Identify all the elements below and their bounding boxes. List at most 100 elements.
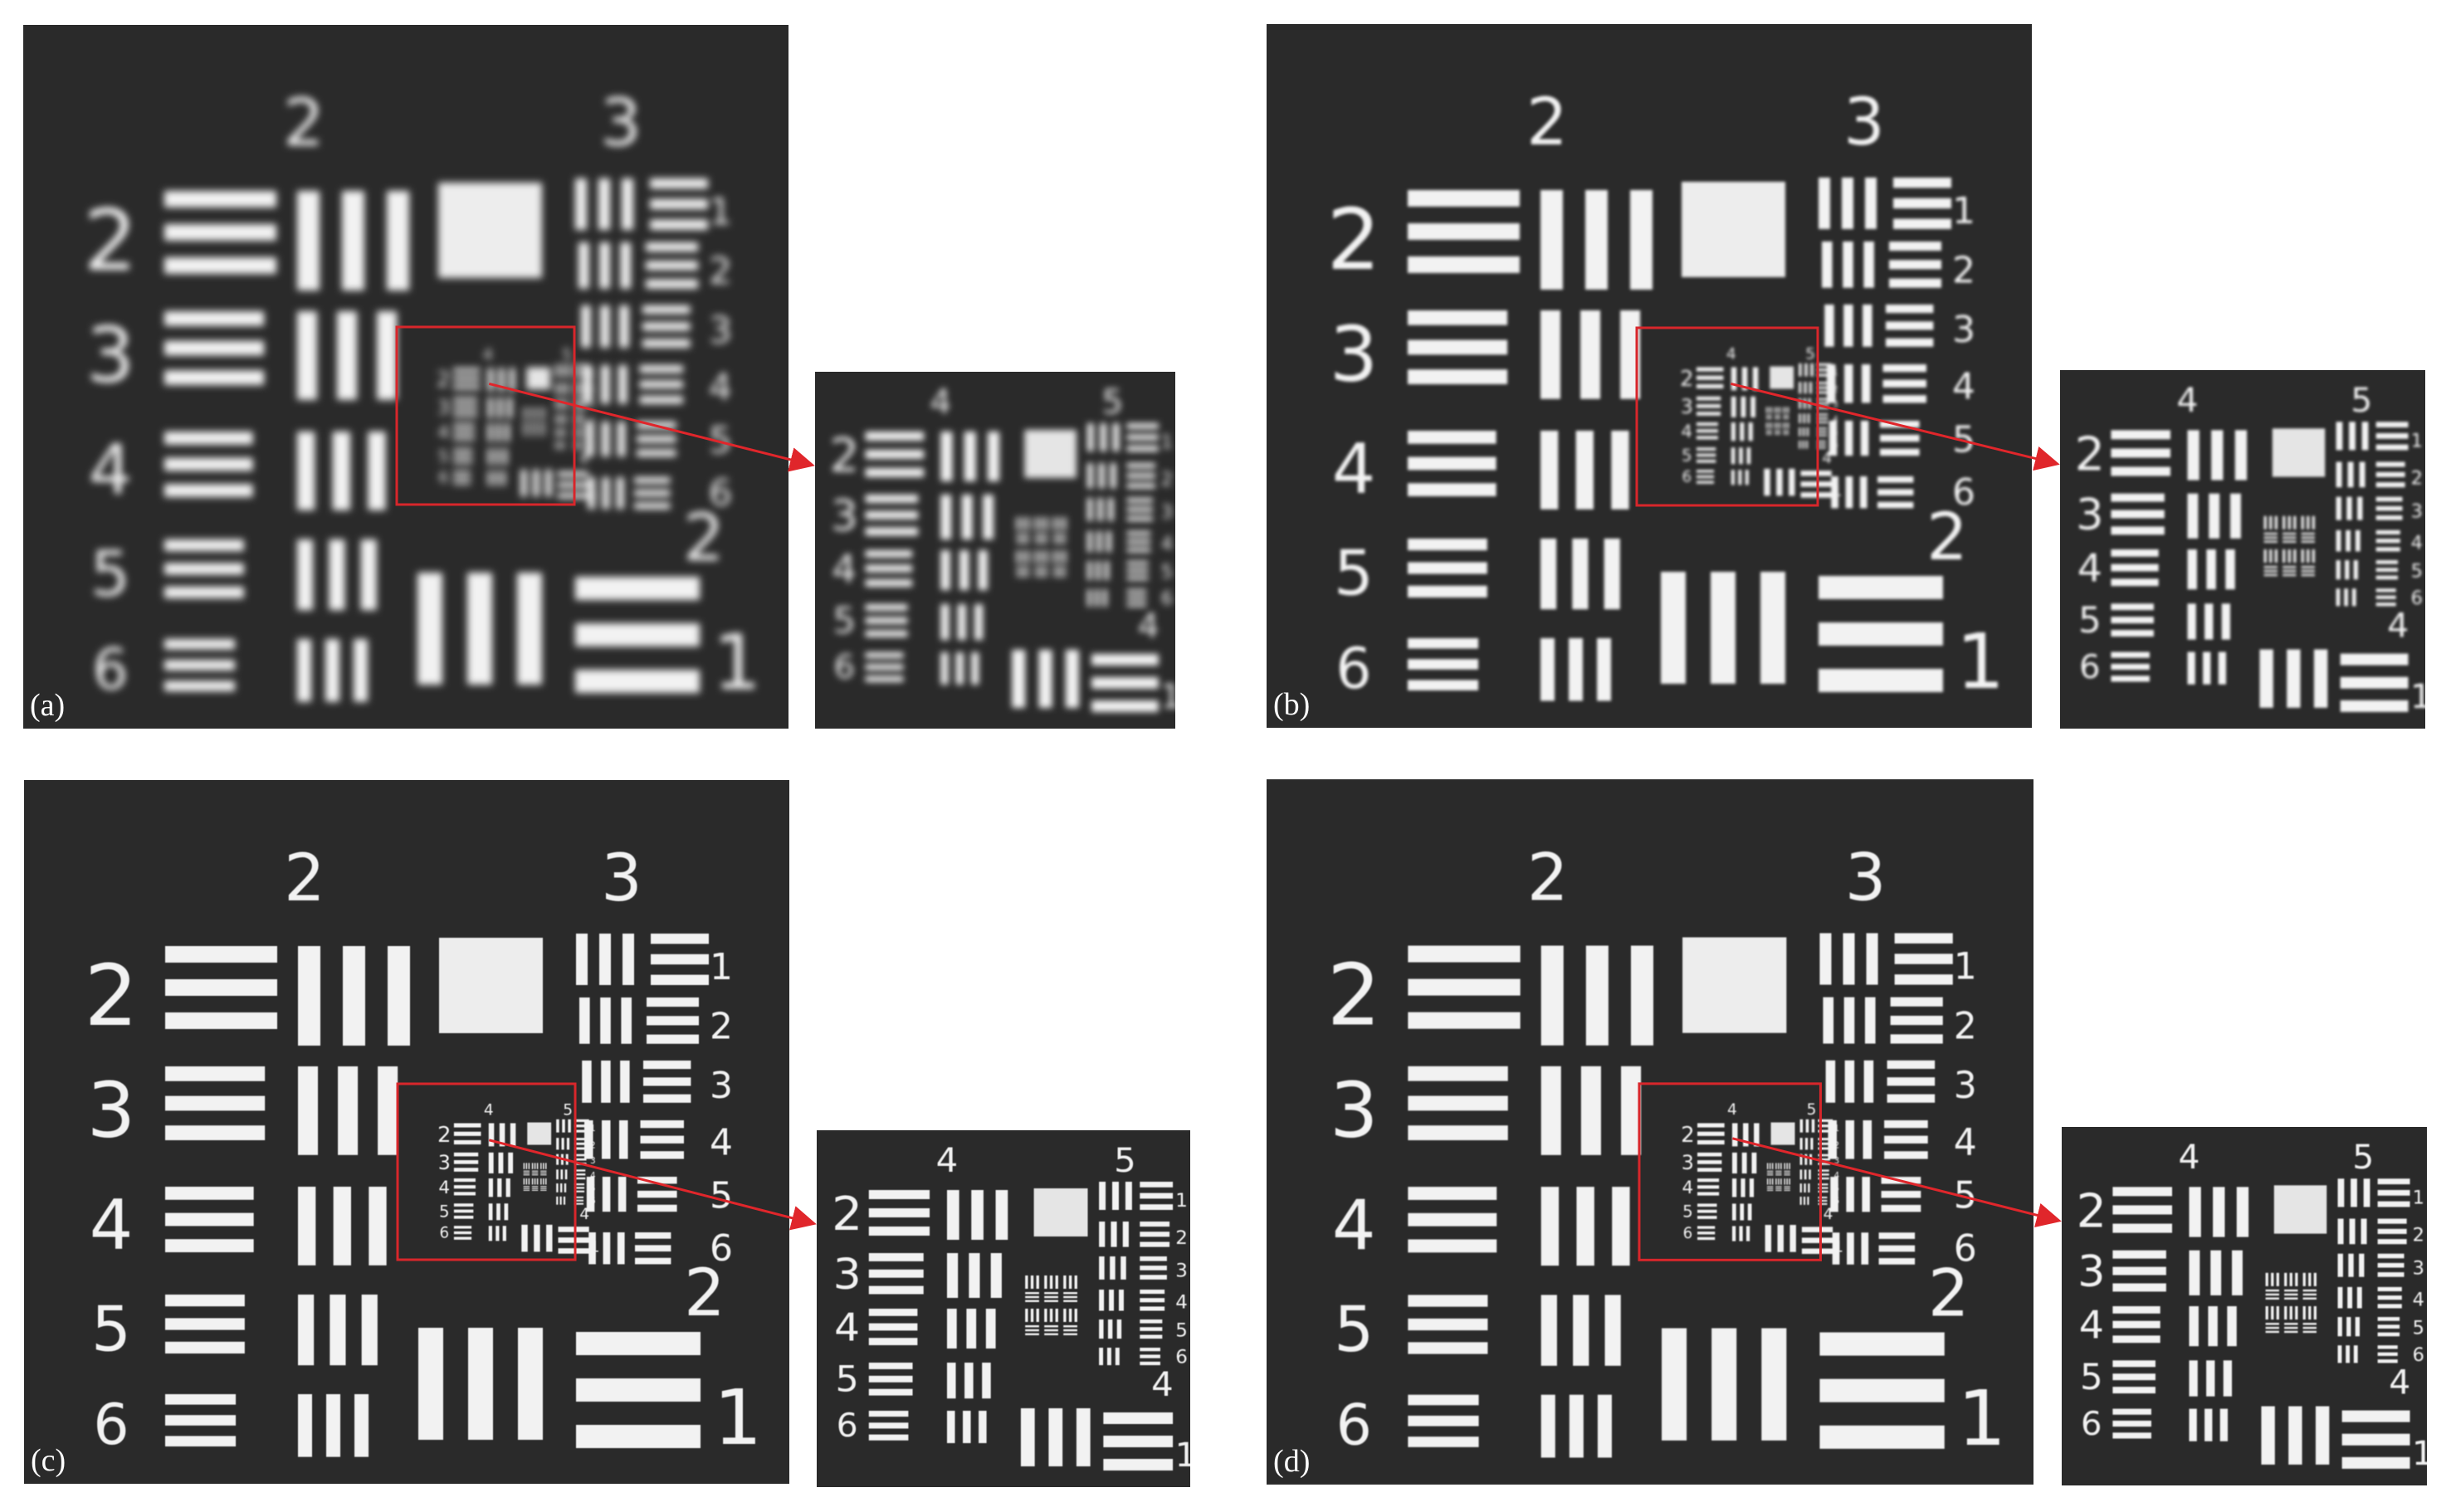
group3-element-label: 5	[710, 1174, 733, 1217]
inner-square	[526, 367, 551, 390]
inner-e4-vbar	[505, 1178, 510, 1197]
inner-e3-vbar	[1731, 1152, 1737, 1174]
g2-e6-vbar	[298, 1394, 313, 1457]
g3-e5-vbar	[618, 1177, 627, 1212]
inner-right-label: 3	[590, 1157, 596, 1166]
g2-e3-vbar	[1540, 310, 1561, 399]
tiny-group-hbar	[1784, 1170, 1790, 1172]
inner-right-label: 2	[590, 1142, 596, 1151]
inner4-e1-vbar	[545, 469, 552, 497]
inner-e5-hbar	[1696, 453, 1716, 457]
inner-e4-hbar	[1696, 436, 1718, 440]
inner5-e5-vbar	[2336, 560, 2341, 580]
group3-element-label: 2	[709, 251, 732, 293]
inner-right-label: 6	[1161, 588, 1173, 610]
g2-e2-hbar	[1408, 945, 1521, 963]
g2-e1-vbar	[467, 573, 492, 685]
inner-e5-hbar	[452, 454, 473, 458]
tiny-group-hbar	[1063, 1300, 1077, 1302]
inner5-e2-vbar	[556, 1138, 559, 1150]
inner-right-label: 3	[1834, 1156, 1840, 1166]
inner4-e1-vbar	[2315, 1406, 2330, 1465]
tiny-group-hbar	[2263, 532, 2278, 535]
inner-bottom-label: 1	[2410, 676, 2425, 716]
inner5-e6-vbar	[556, 1196, 559, 1205]
group3-element-label: 3	[709, 310, 732, 352]
inner4-e1-vbar	[1038, 650, 1052, 708]
tiny-group-vbar	[1768, 407, 1770, 413]
inner-e3-vbar	[507, 397, 513, 418]
tiny-group-vbar	[543, 1178, 544, 1185]
g3-e5-hbar	[1880, 421, 1920, 428]
inner-e3-hbar	[2112, 1250, 2166, 1259]
group3-element-label: 3	[1952, 309, 1975, 351]
inner-bottom-label: 4	[579, 1206, 589, 1223]
inner-e2-vbar	[510, 1123, 516, 1147]
tiny-group-vbar	[1765, 407, 1768, 413]
inner-e6-vbar	[2187, 651, 2195, 685]
g3-e5-hbar	[1881, 1191, 1921, 1198]
g3-e6-vbar	[617, 1232, 625, 1265]
inner-e5-hbar	[1697, 1203, 1717, 1207]
g2-e6-hbar	[164, 660, 236, 671]
inner-e5-vbar	[488, 1203, 493, 1221]
g3-e2-vbar	[600, 997, 611, 1044]
g2-e6-vbar	[326, 1394, 341, 1457]
inner5-e3-hbar	[1126, 516, 1153, 521]
inner5-e3-vbar	[2359, 1253, 2365, 1277]
g2-e3-hbar	[1408, 339, 1508, 355]
tiny-group-vbar	[528, 1163, 530, 1169]
g2-e5-vbar	[298, 1295, 315, 1366]
inner-e4-hbar	[2111, 549, 2159, 557]
inner-right-label: 2	[1833, 386, 1838, 395]
inner-e5-vbar	[1740, 1203, 1745, 1221]
tiny-group-vbar	[1786, 1163, 1788, 1169]
inner-e3-vbar	[508, 1152, 514, 1173]
inner5-e3-hbar	[2375, 496, 2403, 502]
g2-e1-vbar	[418, 1328, 443, 1440]
tiny-group-vbar	[1052, 517, 1056, 530]
g3-e1-vbar	[1819, 933, 1832, 985]
inner-bottom-label: 1	[589, 483, 599, 500]
tiny-group-vbar	[542, 423, 544, 430]
inner-e4-vbar	[2189, 1306, 2199, 1347]
inner-square	[1770, 1122, 1795, 1145]
tiny-group-vbar	[1778, 1163, 1780, 1169]
g3-e6-hbar	[1878, 1245, 1916, 1252]
tiny-group-hbar	[1044, 1329, 1058, 1332]
inner4-e1-vbar	[1777, 1225, 1784, 1252]
tiny-group-vbar	[2302, 1272, 2306, 1286]
g3-e3-hbar	[643, 1061, 691, 1070]
g2-e3-vbar	[378, 1066, 398, 1155]
tiny-group-vbar	[2274, 515, 2278, 529]
inner5-e6-hbar	[1140, 1348, 1160, 1352]
tiny-group-vbar	[1039, 550, 1043, 563]
inner-e4-hbar	[453, 1178, 476, 1183]
group2-element-label: 4	[1332, 430, 1376, 510]
inner-right-label: 3	[1175, 1261, 1188, 1281]
g3-e4-hbar	[1882, 395, 1926, 403]
inner-e2-hbar	[2111, 466, 2171, 476]
inner-left-label: 6	[438, 470, 448, 487]
inner5-e3-vbar	[560, 1154, 564, 1165]
tiny-group-vbar	[540, 1163, 542, 1169]
inner4-e1-hbar	[1103, 1412, 1174, 1424]
group3-element-label: 3	[710, 1065, 733, 1107]
g2-e4-hbar	[165, 1212, 254, 1227]
inner5-e4-hbar	[1126, 548, 1151, 553]
inner-e5-hbar	[452, 460, 473, 464]
g3-e2-hbar	[1890, 1034, 1943, 1044]
inner5-e5-vbar	[2353, 560, 2358, 580]
group-label-top: 2	[284, 841, 325, 916]
tiny-group-hbar	[1784, 1189, 1790, 1192]
g2-e2-hbar	[164, 224, 276, 241]
tiny-group-hbar	[2282, 573, 2297, 577]
inner-left-label: 2	[2075, 427, 2105, 481]
inner-e5-hbar	[2111, 617, 2154, 624]
inner5-e4-vbar	[564, 414, 567, 425]
inner5-e3-vbar	[1120, 1256, 1126, 1280]
inner5-e5-vbar	[1087, 561, 1092, 581]
tiny-group-vbar	[1770, 407, 1773, 413]
inner-e3-hbar	[1697, 1168, 1722, 1172]
